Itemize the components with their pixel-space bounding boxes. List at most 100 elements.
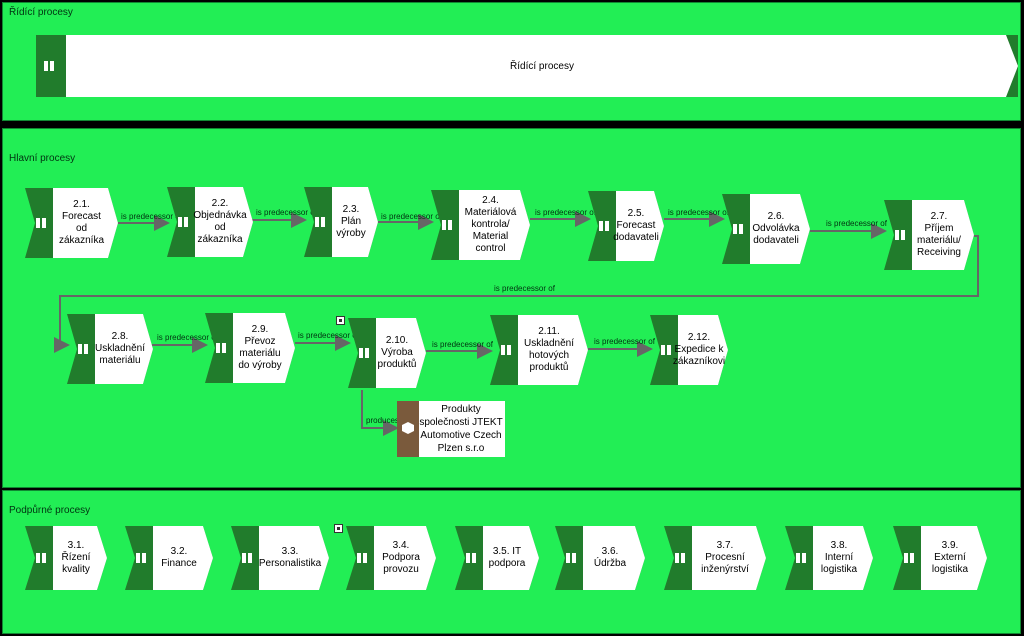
process-3-5[interactable]: 3.5. IT podpora [455, 526, 539, 590]
process-body [678, 315, 728, 385]
process-3-4[interactable]: 3.4. Podpora provozu [346, 526, 436, 590]
process-icon [315, 217, 327, 227]
link-label: is predecessor of [668, 208, 729, 217]
link-label: is predecessor of [121, 212, 182, 221]
process-label: 2.6. Odvolávka dodavateli [752, 211, 800, 246]
process-label: 2.5. Forecast dodavateli [613, 208, 659, 243]
process-body [483, 526, 539, 590]
process-label: Řídící procesy [510, 60, 574, 72]
process-2-9[interactable]: 2.9. Převoz materiálu do výroby [205, 313, 295, 383]
link-label: is predecessor of [157, 333, 218, 342]
process-body [813, 526, 873, 590]
process-3-8[interactable]: 3.8. Interní logistika [785, 526, 873, 590]
link-label: is predecessor of [535, 208, 596, 217]
process-icon [359, 348, 371, 358]
panel-title: Řídící procesy [9, 7, 73, 18]
process-label: 2.7. Příjem materiálu/ Receiving [917, 211, 961, 258]
link-label: is predecessor of [256, 208, 317, 217]
panel-title: Hlavní procesy [9, 153, 76, 164]
process-label: 3.6. Údržba [593, 546, 627, 569]
hierarchy-icon [334, 524, 343, 533]
process-icon [904, 553, 916, 563]
process-2-7[interactable]: 2.7. Příjem materiálu/ Receiving [884, 200, 974, 270]
process-2-2[interactable]: 2.2. Objednávka od zákazníka [167, 187, 253, 257]
process-icon [501, 345, 513, 355]
process-label: 3.5. IT podpora [488, 546, 526, 569]
process-body [518, 315, 588, 385]
process-body [233, 313, 295, 383]
process-body [616, 191, 664, 261]
process-2-10[interactable]: 2.10. Výroba produktů [348, 318, 426, 388]
process-label: 3.8. Interní logistika [820, 540, 858, 575]
process-icon [36, 553, 48, 563]
process-icon [242, 553, 254, 563]
process-label: 2.12. Expedice k zákazníkovi [672, 332, 726, 367]
process-icon [216, 343, 228, 353]
link-label: is predecessor of [381, 212, 442, 221]
hierarchy-icon [336, 316, 345, 325]
process-label: 3.3. Personalistika [258, 546, 322, 569]
process-body [459, 190, 530, 260]
process-2-12[interactable]: 2.12. Expedice k zákazníkovi [650, 315, 728, 385]
process-2-3[interactable]: 2.3. Plán výroby [304, 187, 378, 257]
process-icon [733, 224, 745, 234]
process-body [376, 318, 426, 388]
product-label: Produkty společnosti JTEKT Automotive Cz… [419, 404, 503, 454]
produces-label: produces [366, 416, 399, 425]
process-body [750, 194, 810, 264]
link-label: is predecessor of [298, 331, 359, 340]
process-body [95, 314, 153, 384]
process-2-5[interactable]: 2.5. Forecast dodavateli [588, 191, 664, 261]
process-icon [78, 344, 90, 354]
process-label: 2.9. Převoz materiálu do výroby [238, 324, 282, 371]
process-3-1[interactable]: 3.1. Řízení kvality [25, 526, 107, 590]
cube-icon [402, 422, 414, 434]
process-2-8[interactable]: 2.8. Uskladnění materiálu [67, 314, 153, 384]
process-label: 3.1. Řízení kvality [61, 540, 91, 575]
process-body [332, 187, 378, 257]
process-icon [44, 61, 56, 71]
process-icon [566, 553, 578, 563]
process-body [912, 200, 974, 270]
process-label: 3.7. Procesní inženýrství [701, 540, 749, 575]
process-3-2[interactable]: 3.2. Finance [125, 526, 213, 590]
process-icon [178, 217, 190, 227]
process-icon [357, 553, 369, 563]
process-3-7[interactable]: 3.7. Procesní inženýrství [664, 526, 766, 590]
process-2-1[interactable]: 2.1. Forecast od zákazníka [25, 188, 118, 258]
process-2-6[interactable]: 2.6. Odvolávka dodavateli [722, 194, 810, 264]
process-ridici-procesy[interactable]: Řídící procesy [36, 35, 1018, 97]
process-icon [895, 230, 907, 240]
process-label: 3.9. Externí logistika [931, 540, 969, 575]
process-body [583, 526, 645, 590]
panel-title: Podpůrné procesy [9, 505, 91, 516]
process-label: 2.10. Výroba produktů [377, 335, 417, 370]
process-2-4[interactable]: 2.4. Materiálová kontrola/ Material cont… [431, 190, 530, 260]
process-icon [675, 553, 687, 563]
process-icon [466, 553, 478, 563]
process-icon [599, 221, 611, 231]
process-3-9[interactable]: 3.9. Externí logistika [893, 526, 987, 590]
process-3-3[interactable]: 3.3. Personalistika [231, 526, 329, 590]
process-body [374, 526, 436, 590]
link-label: is predecessor of [826, 219, 887, 228]
process-label: 2.1. Forecast od zákazníka [58, 199, 105, 246]
process-body [53, 188, 118, 258]
process-3-6[interactable]: 3.6. Údržba [555, 526, 645, 590]
connector [54, 235, 979, 353]
process-body [53, 526, 107, 590]
product-box[interactable]: Produkty společnosti JTEKT Automotive Cz… [397, 401, 505, 457]
process-label: 3.4. Podpora provozu [382, 540, 420, 575]
process-body [692, 526, 766, 590]
process-icon [36, 218, 48, 228]
process-icon [442, 220, 454, 230]
process-icon [796, 553, 808, 563]
process-icon [136, 553, 148, 563]
process-label: 2.11. Uskladnění hotových produktů [523, 326, 575, 373]
link-label: is predecessor of [494, 284, 555, 293]
process-2-11[interactable]: 2.11. Uskladnění hotových produktů [490, 315, 588, 385]
process-body [195, 187, 253, 257]
process-body [153, 526, 213, 590]
process-label: 2.2. Objednávka od zákazníka [193, 198, 247, 245]
